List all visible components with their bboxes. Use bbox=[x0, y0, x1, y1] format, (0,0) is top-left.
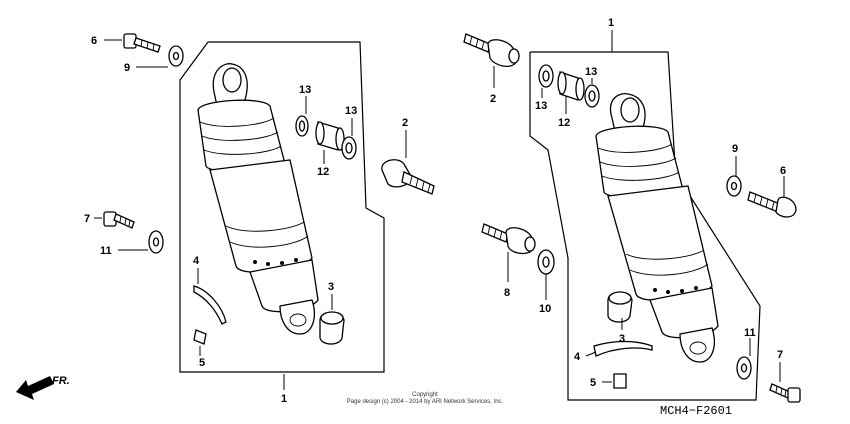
callout-left-12: 12 bbox=[317, 166, 329, 178]
right-bolt-2 bbox=[463, 33, 520, 68]
diagram-code: MCH4−F2601 bbox=[660, 404, 732, 418]
right-washer-10 bbox=[537, 249, 555, 275]
copyright-notice: Page design (c) 2004 - 2014 by ARI Netwo… bbox=[347, 399, 504, 405]
callout-left-3: 3 bbox=[328, 281, 334, 293]
right-bolt-8 bbox=[481, 223, 536, 255]
right-label-5 bbox=[613, 373, 627, 389]
left-washer-9 bbox=[168, 45, 184, 67]
callout-right-7: 7 bbox=[777, 349, 783, 361]
left-group-outline bbox=[179, 41, 385, 373]
callout-left-13a: 13 bbox=[299, 84, 311, 96]
callout-left-7: 7 bbox=[84, 213, 90, 225]
left-shock-absorber bbox=[197, 63, 319, 335]
right-washer-11 bbox=[736, 356, 752, 380]
callout-right-13a: 13 bbox=[535, 100, 547, 112]
callout-left-6: 6 bbox=[91, 35, 97, 47]
left-bolt-7 bbox=[103, 211, 135, 229]
callout-right-10: 10 bbox=[539, 303, 551, 315]
left-bolt-6 bbox=[123, 33, 161, 53]
callout-right-8: 8 bbox=[504, 287, 510, 299]
callout-left-13b: 13 bbox=[345, 105, 357, 117]
right-collar-3 bbox=[607, 291, 633, 323]
callout-right-13b: 13 bbox=[585, 66, 597, 78]
callout-left-11: 11 bbox=[100, 245, 112, 257]
callout-left-1: 1 bbox=[281, 393, 287, 405]
callout-right-12: 12 bbox=[558, 117, 570, 129]
fr-label: FR. bbox=[52, 375, 70, 387]
right-shock-absorber bbox=[595, 92, 719, 363]
callout-left-4: 4 bbox=[193, 255, 200, 267]
callout-left-5: 5 bbox=[199, 357, 205, 369]
fr-arrow-icon bbox=[16, 376, 54, 400]
callout-right-1: 1 bbox=[608, 17, 614, 29]
left-washer-11 bbox=[148, 230, 164, 254]
left-collar-3 bbox=[319, 311, 345, 345]
callout-right-4: 4 bbox=[574, 351, 581, 363]
right-assembly: 1 2 13 13 12 9 6 8 10 3 4 5 11 7 bbox=[463, 17, 801, 403]
callout-left-9: 9 bbox=[124, 62, 130, 74]
right-bolt-6 bbox=[747, 191, 797, 218]
callout-right-5: 5 bbox=[590, 377, 596, 389]
callout-right-11: 11 bbox=[744, 327, 756, 339]
left-bushing-set bbox=[295, 115, 357, 160]
left-assembly: 6 9 13 13 12 2 7 11 4 3 5 1 bbox=[84, 33, 435, 405]
left-bolt-2 bbox=[381, 159, 435, 195]
left-label-5 bbox=[193, 329, 207, 345]
front-direction-arrow: FR. bbox=[16, 375, 70, 400]
right-bushing-set bbox=[538, 64, 600, 108]
callout-right-9: 9 bbox=[732, 143, 738, 155]
right-group-outline bbox=[529, 51, 761, 401]
left-clip-4 bbox=[193, 285, 227, 325]
callout-right-2: 2 bbox=[490, 93, 496, 105]
right-clip-4 bbox=[593, 340, 653, 357]
copyright-title: Copyright bbox=[412, 392, 438, 398]
callout-right-3: 3 bbox=[619, 333, 625, 345]
right-bolt-7 bbox=[769, 383, 801, 403]
right-washer-9 bbox=[726, 175, 742, 197]
callout-left-2: 2 bbox=[402, 117, 408, 129]
callout-right-6: 6 bbox=[780, 165, 786, 177]
